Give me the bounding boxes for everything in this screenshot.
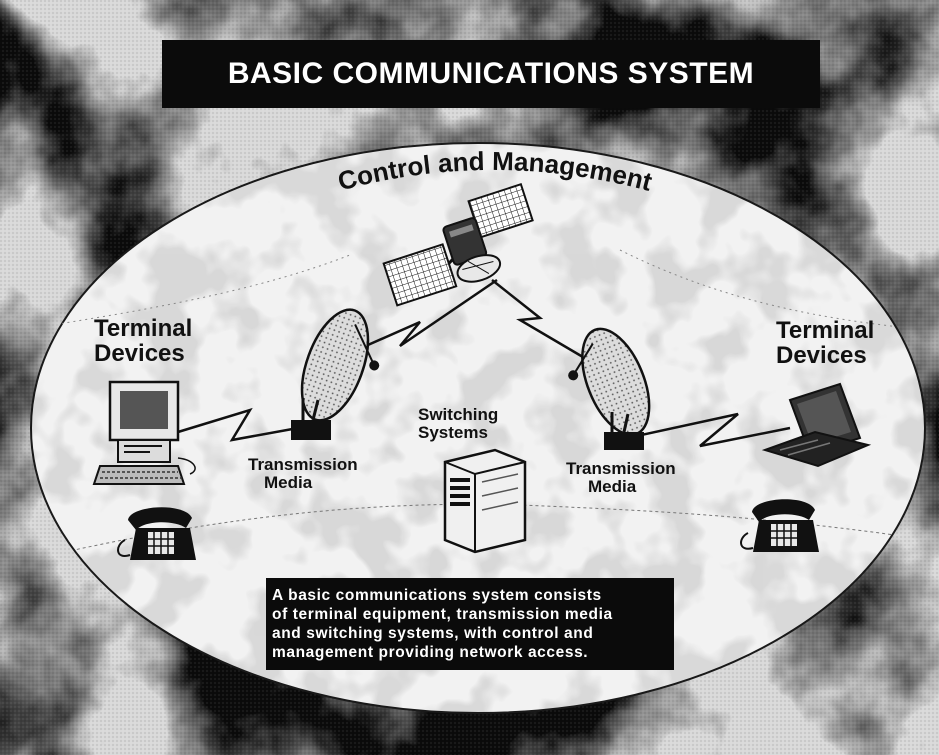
caption-line-1: A basic communications system consists bbox=[272, 587, 602, 604]
page-title: BASIC COMMUNICATIONS SYSTEM bbox=[227, 57, 755, 90]
terminal-devices-left-label: Terminal Devices bbox=[94, 315, 193, 368]
transmission-media-left-label: Transmission Media bbox=[248, 456, 358, 492]
caption-line-3: and switching systems, with control and bbox=[272, 625, 594, 642]
switching-line-1: Switching bbox=[418, 405, 499, 424]
caption-line-4: management providing network access. bbox=[272, 644, 589, 661]
switching-server-icon bbox=[443, 448, 527, 554]
transmission-media-right-label: Transmission Media bbox=[566, 460, 676, 496]
transmission-right-line-2: Media bbox=[588, 476, 637, 496]
computer-terminal-icon bbox=[92, 380, 196, 485]
transmission-links bbox=[177, 278, 791, 448]
laptop-terminal-icon bbox=[761, 382, 872, 468]
dish-antenna-right-icon bbox=[568, 327, 651, 450]
terminal-devices-right-label: Terminal Devices bbox=[776, 317, 875, 370]
telephone-left-icon bbox=[117, 507, 196, 560]
transmission-right-line-1: Transmission bbox=[566, 459, 676, 478]
terminal-left-line-2: Devices bbox=[94, 340, 185, 368]
description-caption: A basic communications system consists o… bbox=[266, 578, 674, 670]
satellite-icon bbox=[382, 183, 534, 307]
dish-antenna-left-icon bbox=[291, 308, 380, 440]
transmission-left-line-2: Media bbox=[264, 472, 313, 492]
terminal-left-line-1: Terminal bbox=[94, 315, 193, 342]
terminal-right-line-2: Devices bbox=[776, 342, 867, 370]
link-satellite-to-dish-right bbox=[491, 279, 589, 362]
link-computer-to-dish bbox=[177, 407, 299, 442]
terminal-right-line-1: Terminal bbox=[776, 317, 875, 344]
caption-line-2: of terminal equipment, transmission medi… bbox=[272, 606, 613, 623]
title-banner: BASIC COMMUNICATIONS SYSTEM bbox=[162, 40, 820, 108]
link-dish-to-laptop bbox=[631, 412, 791, 448]
switching-systems-label: Switching Systems bbox=[418, 406, 498, 442]
switching-line-2: Systems bbox=[418, 422, 488, 442]
telephone-right-icon bbox=[740, 499, 819, 552]
transmission-left-line-1: Transmission bbox=[248, 455, 358, 474]
link-dish-to-satellite-left bbox=[351, 278, 498, 354]
